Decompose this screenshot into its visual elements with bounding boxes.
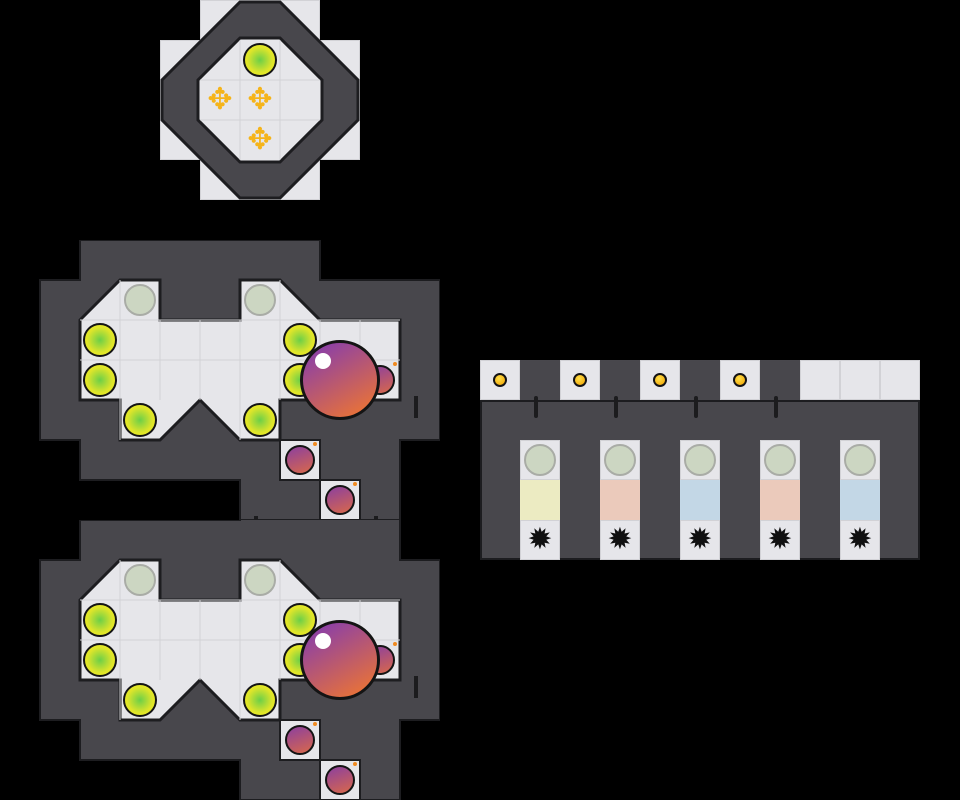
empty-slot [764, 444, 796, 476]
coin[interactable] [653, 373, 667, 387]
empty-slot [244, 284, 276, 316]
gear-tile [840, 520, 880, 560]
gear-icon[interactable]: ✹ [527, 522, 553, 557]
gear-icon[interactable]: ✹ [847, 522, 873, 557]
color-swatch-blue[interactable] [680, 480, 720, 520]
cross-arrows-icon[interactable]: ✥ [247, 82, 273, 117]
gear-tile [520, 520, 560, 560]
color-swatch-blue[interactable] [840, 480, 880, 520]
target-dot[interactable] [243, 683, 277, 717]
gear-icon[interactable]: ✹ [687, 522, 713, 557]
coin[interactable] [733, 373, 747, 387]
cross-arrows-icon[interactable]: ✥ [247, 122, 273, 157]
color-swatch-yellow[interactable] [520, 480, 560, 520]
wall-slit [694, 396, 698, 418]
wall-slit [774, 396, 778, 418]
player-ball[interactable] [300, 620, 380, 700]
empty-slot [124, 564, 156, 596]
level-puzzle-lower [0, 520, 440, 800]
octagon-wall [160, 0, 360, 200]
empty-slot [604, 444, 636, 476]
target-dot[interactable] [83, 643, 117, 677]
empty-slot [684, 444, 716, 476]
bomb[interactable] [325, 762, 357, 795]
wall-slit [614, 396, 618, 418]
gear-tile [600, 520, 640, 560]
target-dot[interactable] [83, 363, 117, 397]
cross-arrows-icon[interactable]: ✥ [207, 82, 233, 117]
gear-icon[interactable]: ✹ [607, 522, 633, 557]
bomb[interactable] [285, 722, 317, 755]
gear-icon[interactable]: ✹ [767, 522, 793, 557]
floor-tile [840, 360, 880, 400]
bomb[interactable] [285, 442, 317, 475]
color-swatch-peach[interactable] [760, 480, 800, 520]
wall-gap [600, 360, 640, 400]
target-dot[interactable] [123, 683, 157, 717]
color-swatch-peach[interactable] [600, 480, 640, 520]
wall-gap [760, 360, 800, 400]
gear-tile [760, 520, 800, 560]
target-dot[interactable] [243, 403, 277, 437]
machine-puzzle: ✹ ✹ ✹ ✹ ✹ [480, 360, 920, 560]
coin[interactable] [573, 373, 587, 387]
empty-slot [844, 444, 876, 476]
target-dot[interactable] [83, 323, 117, 357]
level-puzzle-upper [0, 240, 440, 520]
floor-tile [880, 360, 920, 400]
target-dot[interactable] [283, 603, 317, 637]
bomb[interactable] [325, 482, 357, 515]
floor-tile [800, 360, 840, 400]
empty-slot [124, 284, 156, 316]
target-dot[interactable] [83, 603, 117, 637]
gear-tile [680, 520, 720, 560]
wall-gap [520, 360, 560, 400]
empty-slot [524, 444, 556, 476]
target-dot[interactable] [123, 403, 157, 437]
wall-slit [534, 396, 538, 418]
player-ball[interactable] [300, 340, 380, 420]
empty-slot [244, 564, 276, 596]
wall-gap [680, 360, 720, 400]
target-dot[interactable] [243, 43, 277, 77]
coin[interactable] [493, 373, 507, 387]
